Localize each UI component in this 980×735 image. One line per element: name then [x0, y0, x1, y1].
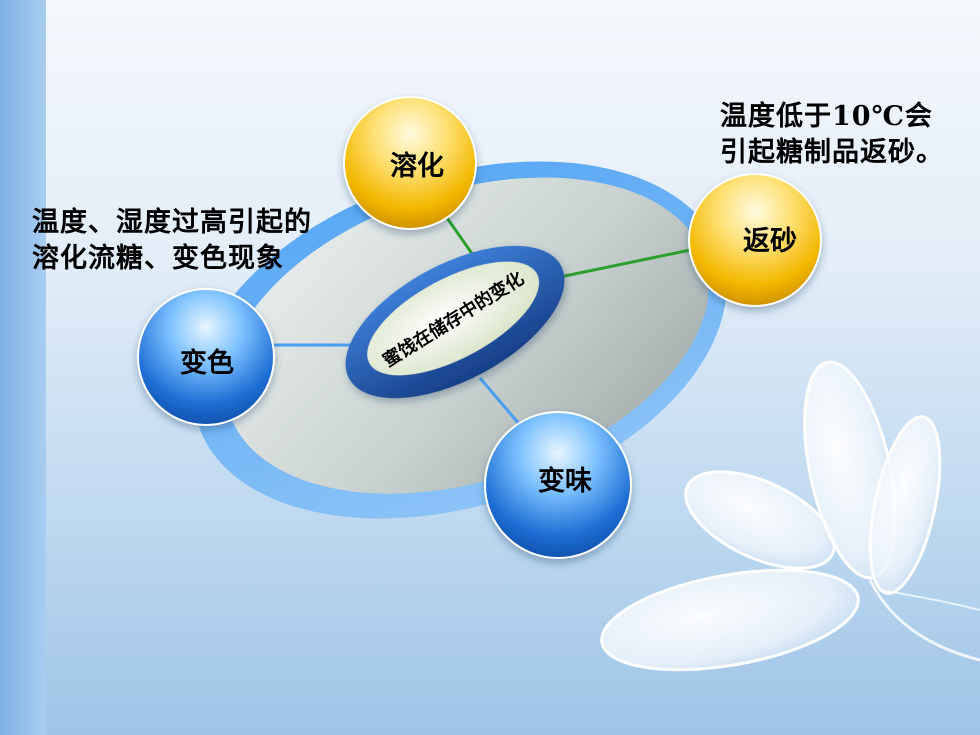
note-right-line-2: 引起糖制品返砂。 [720, 137, 944, 168]
node-offflavor-label: 变味 [538, 465, 592, 497]
node-sanding-label: 返砂 [743, 226, 797, 257]
node-discolor [137, 288, 275, 426]
note-sanding: 温度低于10℃会 引起糖制品返砂。 [720, 99, 944, 171]
node-dissolve-label: 溶化 [390, 150, 444, 182]
connector-sanding [554, 246, 701, 280]
center-oval [345, 245, 565, 399]
node-sanding [688, 173, 822, 307]
note-left-line-2: 溶化流糖、变色现象 [32, 243, 284, 274]
left-accent-strip [0, 0, 46, 735]
note-left-line-1: 温度、湿度过高引起的 [32, 207, 312, 238]
note-dissolve-discolor: 温度、湿度过高引起的 溶化流糖、变色现象 [32, 205, 312, 277]
node-dissolve [343, 96, 477, 230]
node-offflavor [484, 411, 632, 559]
node-discolor-label: 变色 [180, 347, 234, 379]
note-right-line-1: 温度低于10℃会 [720, 101, 933, 132]
connector-offflavor [478, 377, 522, 426]
